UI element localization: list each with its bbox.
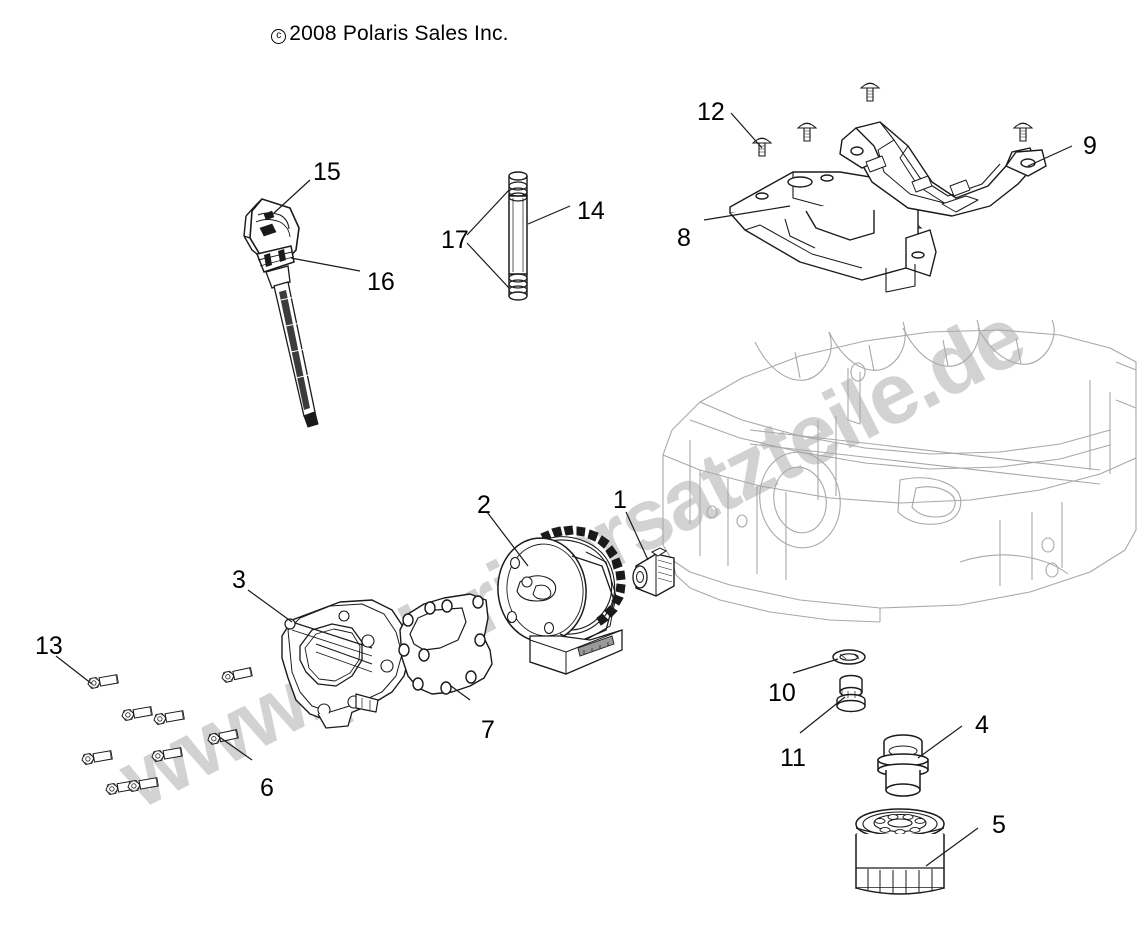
leader-line-11 xyxy=(799,696,846,734)
oil-pump-gasket xyxy=(398,593,493,695)
dipstick-assembly xyxy=(243,198,319,428)
callout-17[interactable]: 17 xyxy=(441,226,469,254)
copyright-symbol-icon: c xyxy=(271,29,287,44)
leader-line-15 xyxy=(273,179,311,214)
leader-line-7 xyxy=(450,685,471,701)
leader-line-13 xyxy=(55,655,93,685)
flange-screw-pump-group xyxy=(206,666,253,746)
leader-line-8 xyxy=(703,205,791,221)
callout-7[interactable]: 7 xyxy=(481,716,495,744)
leader-line-4 xyxy=(917,725,963,759)
leader-line-17a xyxy=(466,189,510,236)
callout-15[interactable]: 15 xyxy=(313,158,341,186)
callout-14[interactable]: 14 xyxy=(577,197,605,225)
oil-pressure-sender xyxy=(632,547,675,597)
callout-9[interactable]: 9 xyxy=(1083,132,1097,160)
callout-1[interactable]: 1 xyxy=(613,486,627,514)
leader-line-10 xyxy=(792,658,839,674)
callout-8[interactable]: 8 xyxy=(677,224,691,252)
flange-bolt-set xyxy=(80,673,185,796)
callout-4[interactable]: 4 xyxy=(975,711,989,739)
leader-line-16 xyxy=(290,257,361,272)
leader-line-1 xyxy=(625,511,649,561)
callout-12[interactable]: 12 xyxy=(697,98,725,126)
callout-13[interactable]: 13 xyxy=(35,632,63,660)
oil-pump-cover xyxy=(281,599,411,729)
callout-5[interactable]: 5 xyxy=(992,811,1006,839)
callout-16[interactable]: 16 xyxy=(367,268,395,296)
heat-shield-bracket xyxy=(729,171,937,293)
callout-10[interactable]: 10 xyxy=(768,679,796,707)
callout-3[interactable]: 3 xyxy=(232,566,246,594)
leader-line-2 xyxy=(486,511,529,567)
oil-filter-nipple xyxy=(877,734,929,797)
copyright-text: 2008 Polaris Sales Inc. xyxy=(289,22,509,45)
leader-line-17b xyxy=(466,242,510,289)
oil-transfer-tube xyxy=(508,171,528,301)
leader-line-3 xyxy=(247,589,293,623)
leader-line-12 xyxy=(730,112,763,149)
leader-line-6 xyxy=(217,735,253,761)
callout-11[interactable]: 11 xyxy=(780,744,806,772)
leader-line-9 xyxy=(1027,145,1073,167)
oil-filter xyxy=(855,808,945,895)
sealing-washer xyxy=(832,649,866,665)
heat-shield xyxy=(839,121,1047,217)
leader-line-14 xyxy=(527,205,571,225)
oil-pump-assembly xyxy=(497,525,626,675)
drain-plug xyxy=(836,674,866,713)
callout-6[interactable]: 6 xyxy=(260,774,274,802)
leader-line-5 xyxy=(925,827,979,867)
crankcase-reference-outline xyxy=(662,319,1137,623)
callout-2[interactable]: 2 xyxy=(477,491,491,519)
